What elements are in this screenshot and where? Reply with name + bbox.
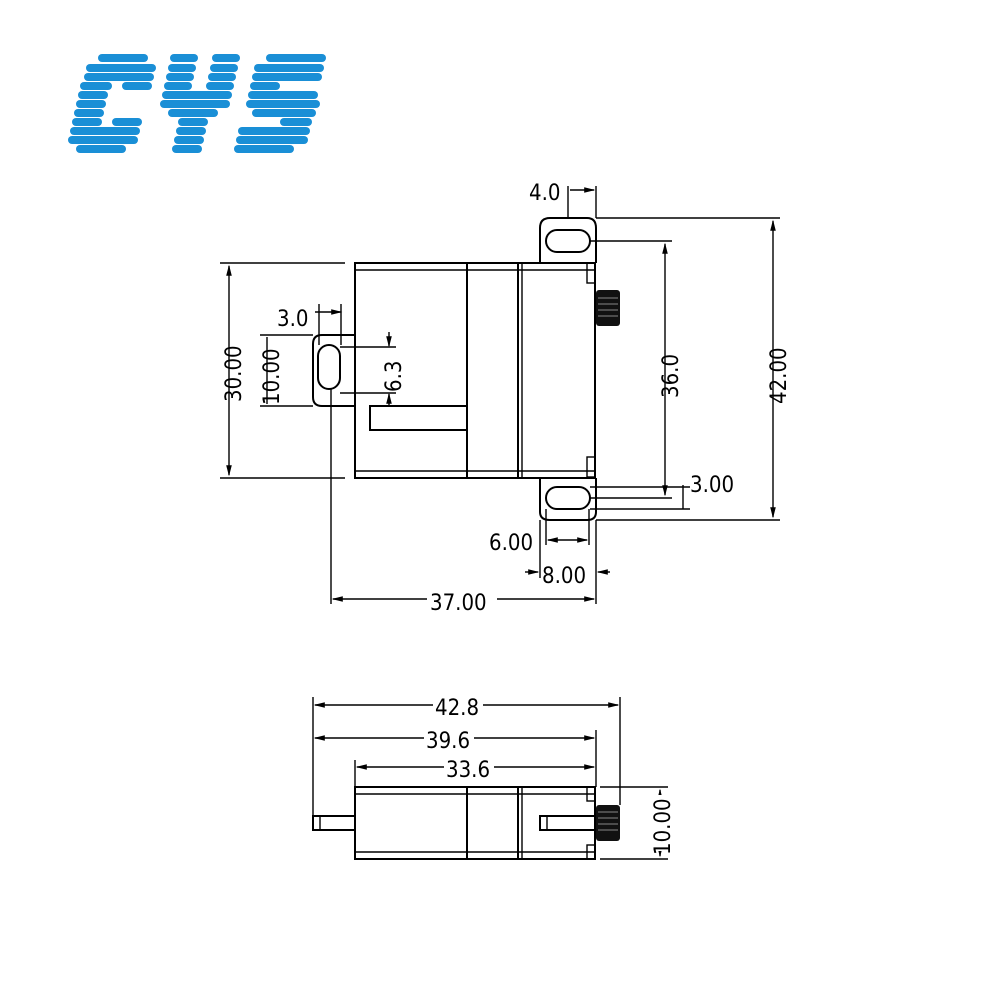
slot — [369, 405, 468, 431]
dim-thickness: 10.00 — [651, 798, 676, 855]
top-view: 3.0 4.0 30.00 10.00 6.3 36.0 42.00 3.00 … — [220, 181, 792, 616]
dim-hole-height: 3.00 — [690, 473, 734, 498]
top-hole — [545, 229, 591, 253]
cys-logo — [68, 54, 326, 153]
dim-overall-length: 37.00 — [430, 591, 487, 616]
side-slot — [539, 815, 596, 831]
dim-overall-with-shaft: 39.6 — [426, 729, 470, 754]
bottom-hole — [545, 486, 591, 510]
servo-body — [354, 262, 596, 479]
dim-tab-width: 8.00 — [542, 564, 586, 589]
dim-overall-height: 42.00 — [767, 347, 792, 404]
dim-body-height: 30.00 — [222, 345, 247, 402]
dim-hole-width: 3.0 — [277, 307, 308, 332]
dim-body-length: 33.6 — [446, 758, 490, 783]
dim-overall-with-gear: 42.8 — [435, 696, 479, 721]
dim-hole-length: 6.00 — [489, 531, 533, 556]
bottom-tab — [539, 478, 597, 521]
left-hole — [317, 344, 341, 390]
dim-hole-to-slot: 6.3 — [382, 361, 407, 392]
side-body — [354, 786, 596, 860]
dim-tab-edge: 4.0 — [529, 181, 560, 206]
output-gear — [596, 290, 620, 326]
top-tab — [539, 217, 597, 263]
side-gear — [596, 805, 620, 841]
dim-mount-spacing: 36.0 — [659, 354, 684, 398]
dim-hole-span: 10.00 — [260, 348, 285, 405]
side-view: 42.8 39.6 33.6 10.00 — [312, 693, 676, 860]
side-tab — [312, 815, 356, 831]
